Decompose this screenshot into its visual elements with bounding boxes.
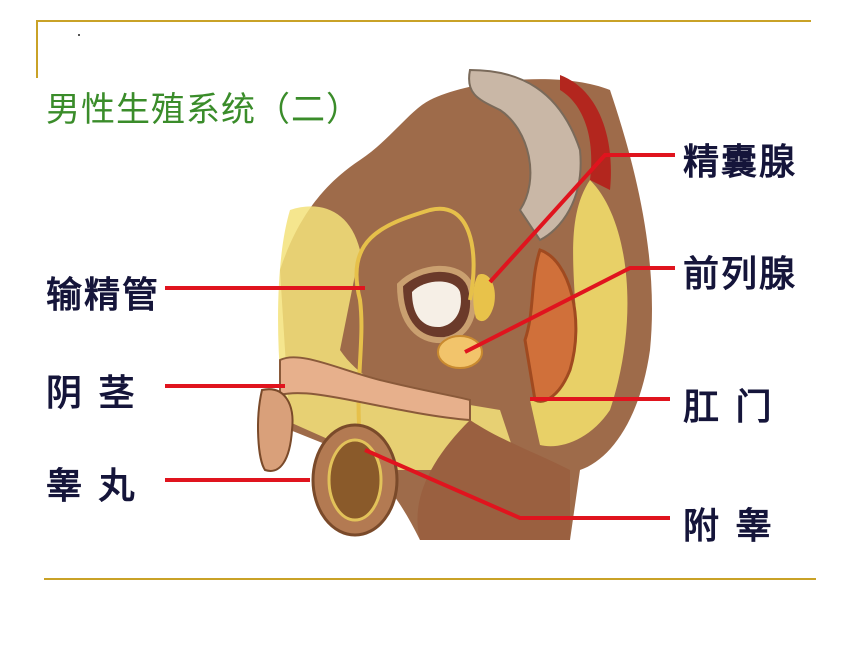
decorative-dot xyxy=(78,34,80,36)
label-penis: 阴 茎 xyxy=(46,372,137,414)
pointer-seminal-vesicle xyxy=(488,153,675,284)
spine xyxy=(468,68,582,242)
prostate-organ xyxy=(437,335,483,369)
testis-organ xyxy=(327,438,383,522)
perineum xyxy=(417,420,570,540)
pointer-lines xyxy=(165,153,675,520)
posterior-fat xyxy=(530,180,628,447)
vas-deferens-duct xyxy=(354,206,476,441)
penis-glans xyxy=(257,388,294,472)
label-testis: 睾 丸 xyxy=(46,465,137,507)
bladder-inner xyxy=(412,281,461,328)
label-epididymis: 附 睾 xyxy=(683,505,774,547)
frame-bottom-line xyxy=(44,578,816,580)
frame-top-line xyxy=(36,20,811,22)
label-seminal-vesicle: 精囊腺 xyxy=(683,141,798,183)
seminal-vesicle-organ xyxy=(473,274,495,322)
frame-left-line xyxy=(36,20,38,78)
pointer-prostate xyxy=(464,266,675,354)
rectum xyxy=(523,248,578,403)
slide-title: 男性生殖系统（二） xyxy=(46,90,361,130)
label-vas-deferens: 输精管 xyxy=(46,274,161,316)
label-anus: 肛 门 xyxy=(683,386,774,428)
pointer-epididymis xyxy=(364,448,670,520)
label-prostate: 前列腺 xyxy=(683,253,798,295)
